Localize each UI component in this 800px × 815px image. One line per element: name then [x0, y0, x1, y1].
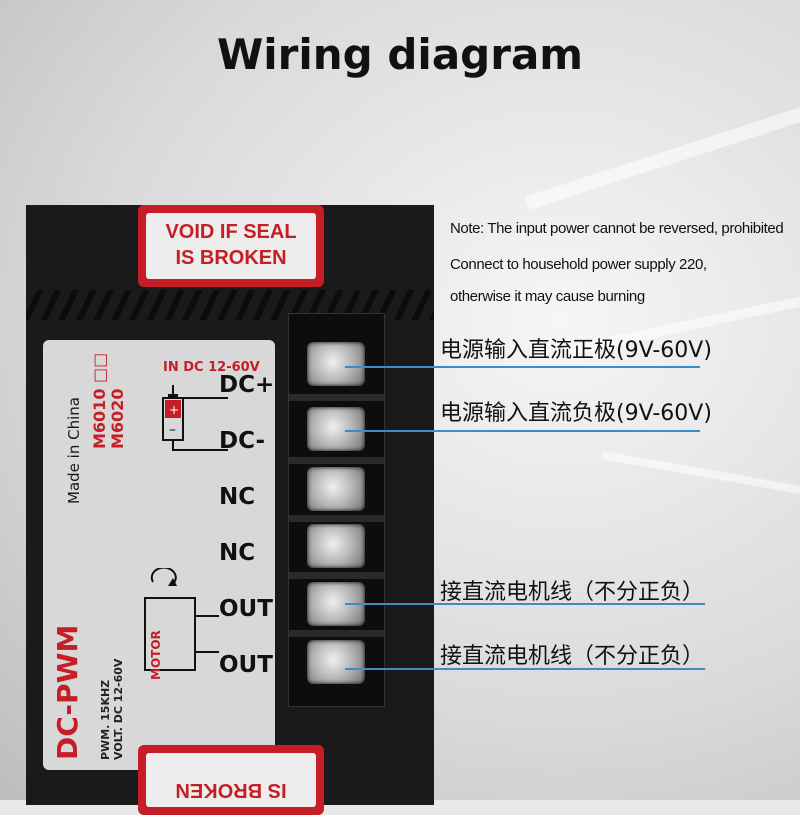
terminal-label-dc-plus: DC+ [219, 372, 275, 398]
seal-text-bottom: IS BROKEN [175, 779, 287, 801]
callout-dc-minus: 电源输入直流负极(9V-60V) [440, 401, 712, 426]
screw-terminal-dc-plus [307, 342, 365, 386]
svg-text:+: + [169, 403, 179, 417]
terminal-label-out-1: OUT [219, 596, 273, 622]
callout-line-out-2 [345, 668, 705, 670]
terminal-divider [289, 515, 384, 522]
brand-label: DC-PWM [51, 624, 84, 760]
made-in-label: Made in China [65, 397, 83, 504]
callout-line-out-1 [345, 603, 705, 605]
model2-label: M6020 [108, 388, 127, 449]
terminal-divider [289, 630, 384, 637]
terminal-label-out-2: OUT [219, 652, 273, 678]
model-checkbox: □□ [90, 352, 109, 383]
motor-icon [144, 568, 219, 671]
spec-labels: PWM. 15KHZ VOLT. DC 12-60V [99, 659, 125, 760]
warranty-seal-bottom: IS BROKEN [138, 745, 324, 815]
battery-icon: + – [162, 385, 228, 451]
callout-line-dc-plus [345, 366, 700, 368]
terminal-label-dc-minus: DC- [219, 428, 266, 454]
input-rating-label: IN DC 12-60V [163, 360, 260, 375]
callout-out-1: 接直流电机线（不分正负） [440, 580, 705, 605]
callout-dc-plus: 电源输入直流正极(9V-60V) [440, 338, 712, 363]
model-numbers: M6010 □□ M6020 [90, 352, 127, 449]
spec-frequency: PWM. 15KHZ [99, 679, 112, 760]
warranty-seal-top: VOID IF SEAL IS BROKEN [138, 205, 324, 287]
callout-out-2: 接直流电机线（不分正负） [440, 644, 705, 669]
note-line-3: otherwise it may cause burning [450, 288, 645, 305]
terminal-block [288, 313, 385, 707]
screw-terminal-out-2 [307, 640, 365, 684]
terminal-divider [289, 572, 384, 579]
terminal-label-nc-2: NC [219, 540, 256, 566]
screw-terminal-nc-2 [307, 524, 365, 568]
front-panel: Made in China M6010 □□ M6020 IN DC 12-60… [43, 340, 275, 770]
callout-line-dc-minus [345, 430, 700, 432]
svg-text:–: – [169, 422, 176, 438]
motor-label: MOTOR [149, 630, 163, 680]
note-line-1: Note: The input power cannot be reversed… [450, 220, 784, 237]
terminal-divider [289, 457, 384, 464]
note-line-2: Connect to household power supply 220, [450, 256, 707, 273]
seal-text-line1: VOID IF SEAL [165, 221, 297, 243]
model1-label: M6010 [90, 388, 109, 449]
diagram-title: Wiring diagram [216, 30, 584, 79]
spec-voltage: VOLT. DC 12-60V [112, 658, 125, 760]
terminal-divider [289, 394, 384, 401]
terminal-label-nc-1: NC [219, 484, 256, 510]
screw-terminal-nc-1 [307, 467, 365, 511]
seal-text-line2: IS BROKEN [175, 247, 287, 269]
screw-terminal-dc-minus [307, 407, 365, 451]
